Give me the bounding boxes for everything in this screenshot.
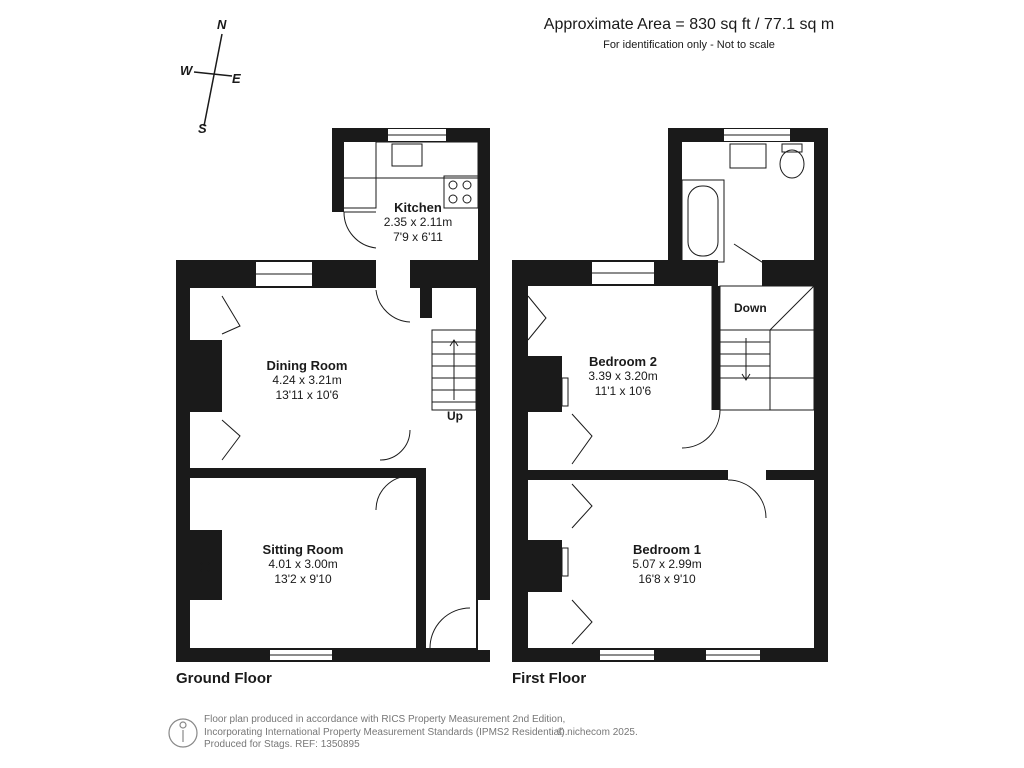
first-details	[527, 134, 815, 656]
room-metric: 2.35 x 2.11m	[383, 215, 453, 229]
room-metric: 4.24 x 3.21m	[272, 373, 342, 387]
ground-right-wall	[476, 288, 490, 662]
room-metric: 3.39 x 3.20m	[588, 369, 658, 383]
hall-wall	[416, 468, 426, 648]
rics-logo-icon	[168, 718, 198, 748]
dining-sitting-wall	[190, 468, 426, 478]
room-name: Sitting Room	[262, 542, 344, 557]
room-imperial: 7'9 x 6'11	[393, 230, 443, 244]
room-imperial: 13'11 x 10'6	[275, 388, 339, 402]
sitting-chimney	[190, 530, 222, 600]
room-name: Bedroom 2	[589, 354, 657, 369]
room-imperial: 16'8 x 9'10	[638, 572, 696, 586]
room-name: Bedroom 1	[633, 542, 701, 557]
room-imperial: 11'1 x 10'6	[594, 384, 652, 398]
ground-floor-plan	[176, 128, 490, 662]
landing-wall	[712, 286, 720, 410]
first-right-wall	[814, 128, 828, 662]
front-door-gap	[478, 600, 490, 650]
room-metric: 5.07 x 2.99m	[632, 557, 702, 571]
compass-e: E	[232, 71, 241, 86]
compass-s: S	[198, 121, 207, 136]
stairs-down-label: Down	[734, 301, 767, 315]
sitting-room-label: Sitting Room 4.01 x 3.00m 13'2 x 9'10	[238, 542, 368, 587]
first-bottom-wall	[512, 648, 828, 662]
footer-text: Floor plan produced in accordance with R…	[204, 714, 568, 752]
room-imperial: 13'2 x 9'10	[274, 572, 332, 586]
ground-bottom-wall	[176, 648, 490, 662]
ground-left-wall	[176, 260, 190, 662]
copyright: © nichecom 2025.	[557, 727, 638, 738]
bedroom-1-label: Bedroom 1 5.07 x 2.99m 16'8 x 9'10	[612, 542, 722, 587]
stair-wall-top	[420, 288, 432, 318]
kitchen-left-wall	[332, 128, 344, 212]
room-name: Dining Room	[266, 358, 348, 373]
room-name: Kitchen	[394, 200, 442, 215]
compass-w: W	[180, 63, 193, 78]
compass-icon	[193, 33, 233, 127]
bedroom1-chimney	[528, 540, 562, 592]
ground-top-wall-right	[410, 260, 490, 288]
bedroom-divide-wall-right	[766, 470, 814, 480]
bedroom-2-label: Bedroom 2 3.39 x 3.20m 11'1 x 10'6	[568, 354, 678, 399]
dining-chimney	[190, 340, 222, 412]
first-floor-label: First Floor	[512, 670, 587, 687]
approximate-area: Approximate Area = 830 sq ft / 77.1 sq m	[543, 16, 835, 33]
footer-line: Produced for Stags. REF: 1350895	[204, 739, 360, 750]
stairs-up-label: Up	[447, 409, 463, 423]
kitchen-label: Kitchen 2.35 x 2.11m 7'9 x 6'11	[358, 200, 478, 245]
dining-room-label: Dining Room 4.24 x 3.21m 13'11 x 10'6	[242, 358, 372, 403]
footer-line: Floor plan produced in accordance with R…	[204, 714, 566, 725]
first-top-wall-right	[762, 260, 828, 286]
bathroom-left-wall	[668, 128, 682, 276]
room-metric: 4.01 x 3.00m	[268, 557, 338, 571]
scale-note: For identification only - Not to scale	[603, 39, 775, 51]
compass-n: N	[217, 17, 227, 32]
footer-line: Incorporating International Property Mea…	[204, 726, 568, 738]
bedroom-divide-wall	[528, 470, 728, 480]
ground-details	[189, 134, 479, 656]
bedroom2-chimney	[528, 356, 562, 412]
first-left-wall	[512, 260, 528, 662]
ground-floor-label: Ground Floor	[176, 670, 272, 687]
